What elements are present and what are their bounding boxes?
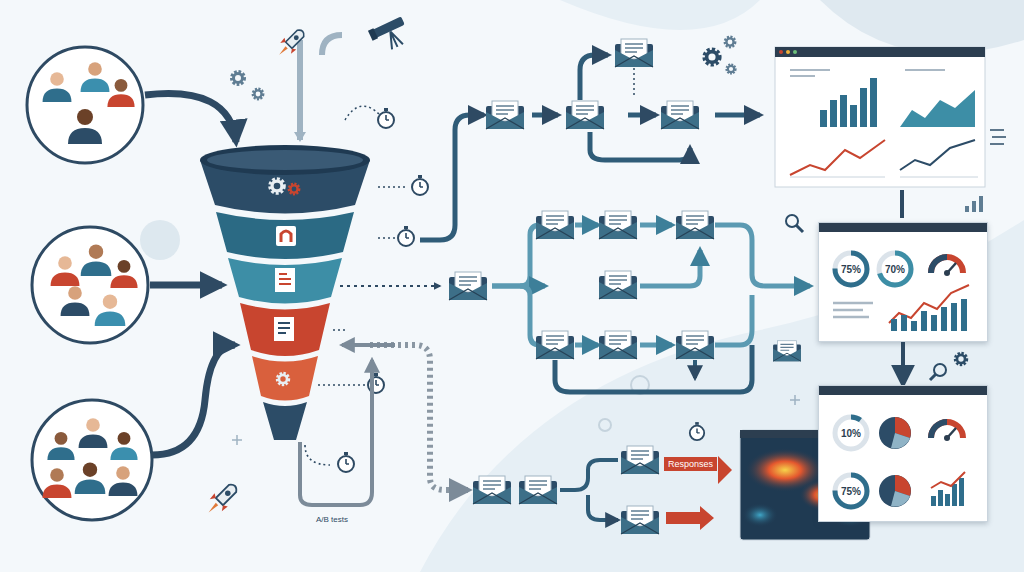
dashboard-panel: 75% 70%: [818, 222, 988, 342]
responses-arrow-label: Responses: [664, 457, 717, 471]
percent-value: 70%: [885, 264, 905, 275]
percent-value: 75%: [841, 264, 861, 275]
percent-value: 75%: [841, 486, 861, 497]
flow-arrow: [901, 342, 905, 384]
dashboard-panel: 10% 75%: [818, 385, 988, 522]
ab-test-label: A/B tests: [312, 513, 352, 526]
panel-charts: [819, 386, 987, 521]
panel-charts: [819, 223, 987, 341]
percent-value: 10%: [841, 428, 861, 439]
